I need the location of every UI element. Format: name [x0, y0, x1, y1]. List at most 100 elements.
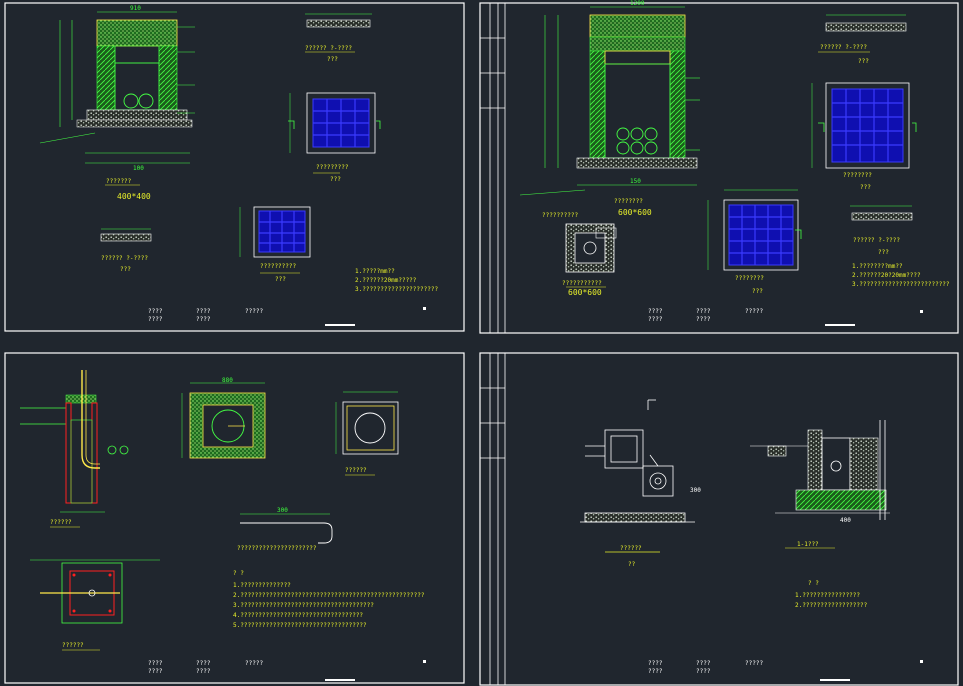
sheet2-title-block: ????	[648, 316, 663, 323]
sheet2-view-label: ???????????	[562, 280, 602, 287]
sheet1-view-label: ???	[120, 266, 131, 273]
sheet4-title-block: ????	[648, 668, 663, 675]
sheet3-view-label: ??????????????????????	[237, 545, 317, 552]
sheet2-dim: 1200	[630, 0, 645, 7]
sheet3-note: 4.??????????????????????????????????	[233, 612, 364, 619]
sheet3-title-block: ????	[196, 668, 211, 675]
sheet1-title-block: ????	[148, 308, 163, 315]
sheet-1	[4, 2, 465, 332]
sheet-3-frame	[4, 352, 465, 684]
sheet1-main-label: 400*400	[117, 192, 151, 201]
sheet2-view-label: ??????????	[542, 212, 579, 219]
sheet3-note: 3.?????????????????????????????????????	[233, 602, 374, 609]
sheet2-note: 2.??????20?20mm????	[852, 272, 921, 279]
sheet2-view-label: ????????	[735, 275, 764, 282]
sheet4-view-label: 1-1???	[797, 541, 819, 548]
sheet1-view-label: ???	[327, 56, 338, 63]
sheet2-view-label: ???	[752, 288, 763, 295]
sheet3-title-block: ????	[148, 660, 163, 667]
sheet2-view-label: ????????	[614, 198, 643, 205]
sheet1-view-label: ???	[330, 176, 341, 183]
sheet1-note: 2.??????20mm?????	[355, 277, 417, 284]
sheet2-sub-label: 600*600	[568, 288, 602, 297]
sheet3-note: 2.??????????????????????????????????????…	[233, 592, 425, 599]
sheet1-title-block: ????	[148, 316, 163, 323]
sheet3-dim: 880	[222, 377, 233, 384]
sheet1-view-label: ???	[275, 276, 286, 283]
sheet4-view-label: ??????	[620, 545, 642, 552]
sheet-2-cover-slab	[825, 22, 907, 32]
sheet4-note: 2.??????????????????	[795, 602, 868, 609]
sheet1-note: 1.?????mm??	[355, 268, 395, 275]
sheet-3-handhole-plan	[181, 382, 266, 459]
sheet3-view-label: ??????	[50, 519, 72, 526]
sheet-4-plan-view	[580, 399, 695, 553]
sheet4-note: 1.????????????????	[795, 592, 861, 599]
sheet2-note: 1.????????mm??	[852, 263, 903, 270]
sheet-2-grate-plan-small	[707, 189, 802, 271]
sheet-1-grate-plan-large	[288, 92, 381, 174]
sheet-1-frame	[4, 2, 465, 332]
sheet2-title-block: ????	[696, 308, 711, 315]
sheet1-view-label: ?????? ?-????	[101, 255, 148, 262]
sheet-3	[4, 352, 465, 684]
sheet4-notes-title: ? ?	[808, 580, 819, 587]
sheet-4	[479, 352, 959, 686]
sheet2-title-block: ?????	[745, 308, 764, 315]
sheet4-dim: 400	[840, 517, 851, 524]
sheet-2-grate-plan-large	[811, 82, 917, 169]
sheet-1-slab-small	[100, 233, 152, 242]
sheet1-dim: 100	[133, 165, 144, 172]
sheet-3-rebar-plan	[30, 559, 160, 651]
sheet-1-cover-slab	[306, 19, 371, 28]
sheet3-dim: 300	[277, 507, 288, 514]
sheet4-title-block: ?????	[745, 660, 764, 667]
sheet-1-section-drawing	[39, 11, 195, 186]
sheet1-view-label: ?????????	[316, 164, 349, 171]
sheet2-note: 3.?????????????????????????	[852, 281, 950, 288]
sheet1-title-block: ?????	[245, 308, 264, 315]
sheet2-main-label: 600*600	[618, 208, 652, 217]
sheet4-title-block: ????	[648, 660, 663, 667]
sheet4-view-label: ??	[628, 561, 636, 568]
sheet-2-section-drawing	[519, 6, 700, 196]
sheet3-view-label: ??????	[62, 642, 84, 649]
sheet3-note: 1.??????????????	[233, 582, 291, 589]
sheet1-note: 3.?????????????????????	[355, 286, 439, 293]
sheet2-view-label: ?????? ?-????	[853, 237, 900, 244]
sheet2-dim: 150	[630, 178, 641, 185]
sheet1-title-block: ????	[196, 308, 211, 315]
sheet1-title-block: ????	[196, 316, 211, 323]
sheet2-view-label: ???	[860, 184, 871, 191]
sheet-4-binding-strip	[480, 353, 506, 685]
sheet-3-lid-plan	[335, 391, 399, 476]
sheet1-dim: 910	[130, 5, 141, 12]
sheet-4-frame	[479, 352, 959, 686]
sheet2-view-label: ???	[878, 249, 889, 256]
sheet2-view-label: ???	[858, 58, 869, 65]
sheet3-title-block: ?????	[245, 660, 264, 667]
sheet-2	[479, 2, 959, 334]
sheet2-title-block: ????	[696, 316, 711, 323]
sheet3-title-block: ????	[196, 660, 211, 667]
sheet-2-binding-strip	[480, 3, 506, 333]
sheet-3-hook-bar	[240, 513, 333, 544]
sheet3-title-block: ????	[148, 668, 163, 675]
sheet2-view-label: ????????	[843, 172, 872, 179]
sheet-4-section-view	[750, 420, 890, 549]
sheet3-notes-title: ? ?	[233, 570, 244, 577]
sheet3-view-label: ??????	[345, 467, 367, 474]
sheet-2-slab-small	[851, 212, 913, 221]
sheet-3-pipe-section	[20, 370, 129, 528]
sheet1-view-label: ???????	[106, 178, 132, 185]
sheet-1-grate-plan-small	[239, 206, 311, 274]
sheet4-title-block: ????	[696, 668, 711, 675]
sheet4-title-block: ????	[696, 660, 711, 667]
sheet1-view-label: ??????????	[260, 263, 297, 270]
sheet1-view-label: ?????? ?-????	[305, 45, 352, 52]
sheet2-title-block: ????	[648, 308, 663, 315]
sheet3-note: 5.???????????????????????????????????	[233, 622, 367, 629]
sheet-2-manhole-plan	[565, 223, 617, 288]
sheet4-dim: 300	[690, 487, 701, 494]
